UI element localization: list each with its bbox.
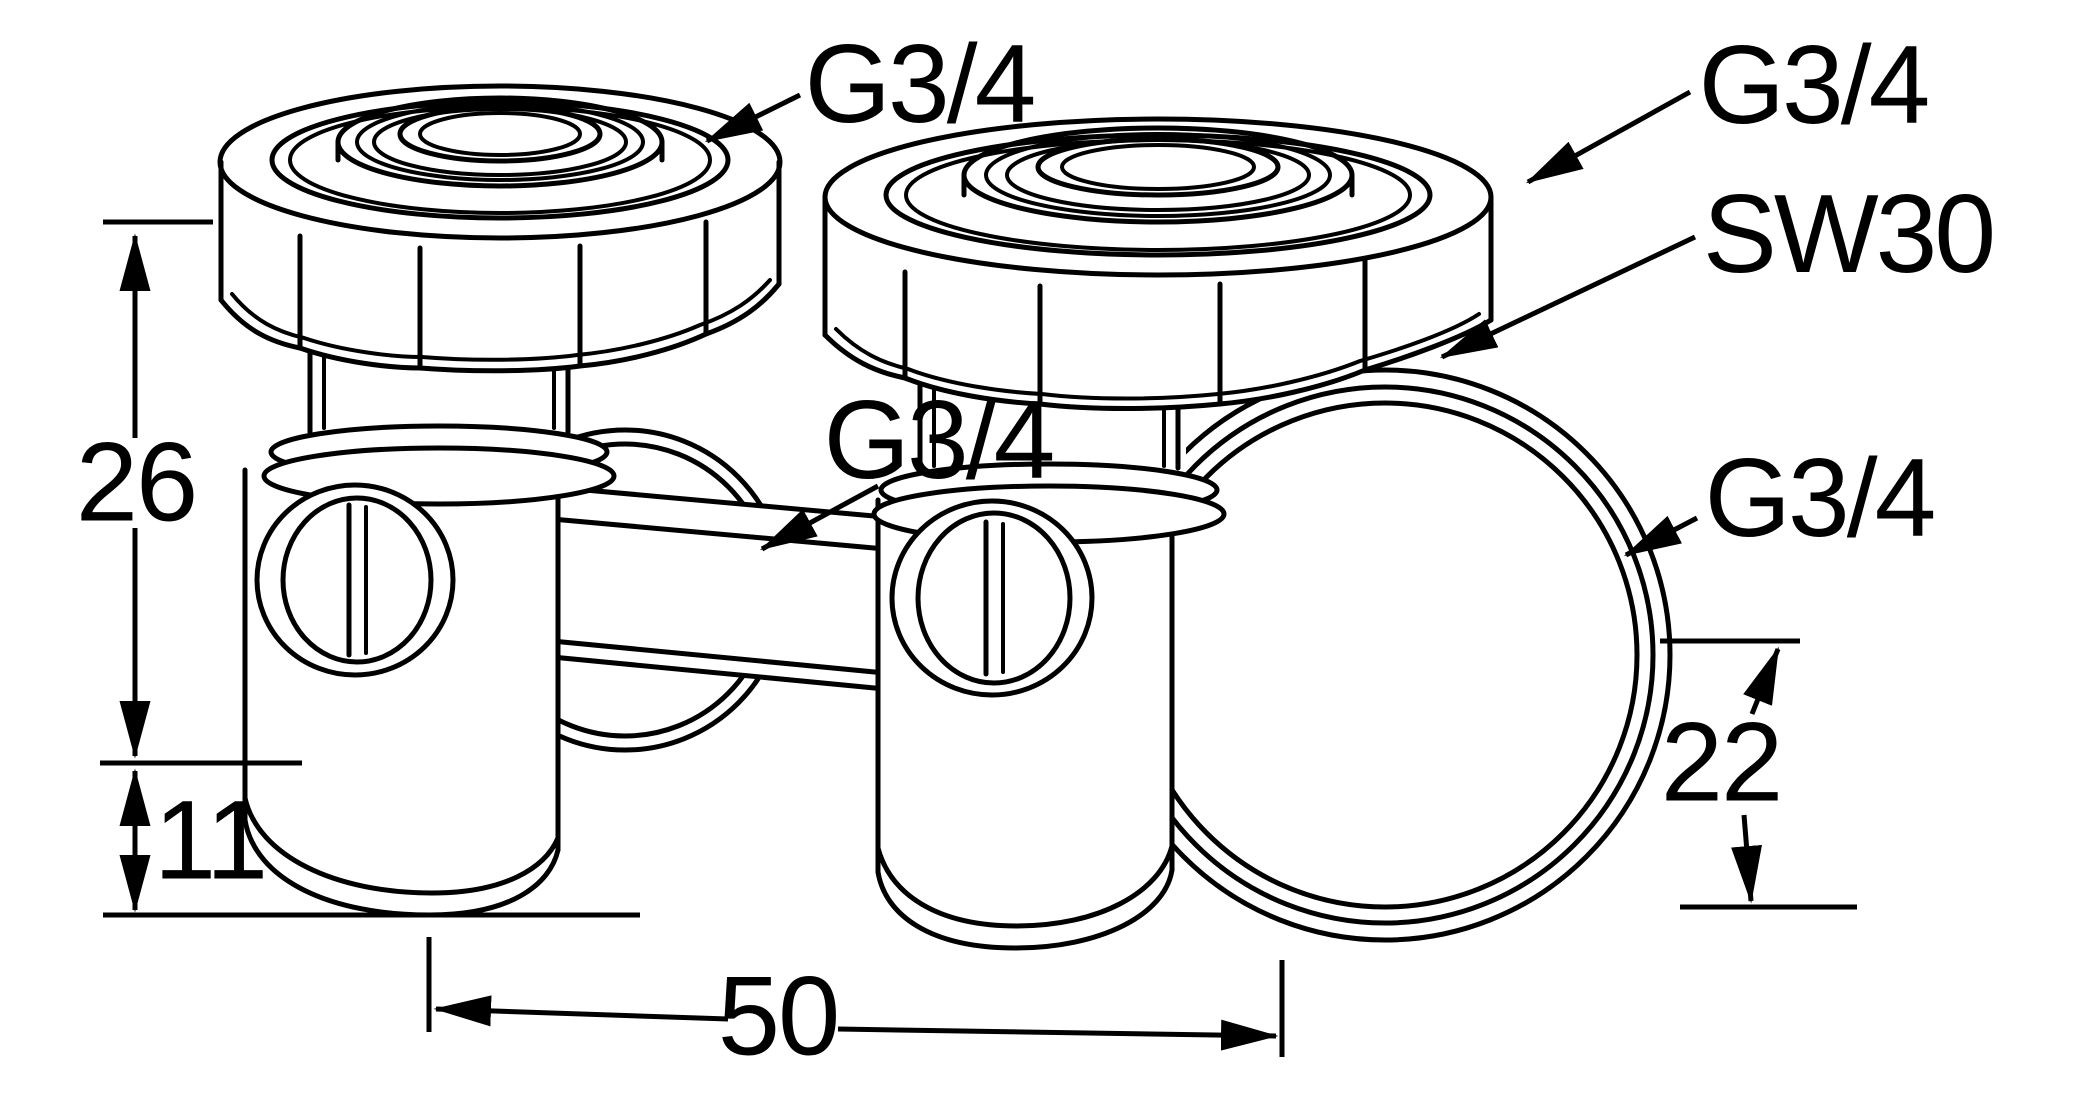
left-union-nut [217, 83, 783, 374]
dim-11-value: 11 [154, 778, 266, 903]
label-thread-top-left: G3/4 [704, 22, 1037, 146]
bore-opening [1035, 136, 1281, 198]
leader-arrow [704, 92, 802, 144]
bore-opening [397, 104, 603, 164]
label-thread-top-right: G3/4 [1525, 23, 1931, 185]
left-screw-plug [254, 482, 456, 678]
dimension-22: 22 [1660, 638, 1857, 910]
label-thread-mid-left: G3/4 [759, 378, 1056, 552]
sw30-label: SW30 [1703, 172, 1993, 296]
dimension-11: 11 [103, 768, 640, 918]
label-wrench-size: SW30 [1439, 172, 1996, 360]
dimension-26: 26 [76, 219, 302, 766]
g34-label-mid-right: G3/4 [1705, 436, 1934, 560]
leader-arrow [1525, 89, 1692, 185]
right-union-nut [822, 116, 1494, 411]
dimension-arrow-down [1731, 814, 1762, 904]
dimension-arrow-up [1743, 646, 1781, 715]
dimension-50: 50 [426, 937, 1285, 1079]
dim-26-value: 26 [76, 420, 197, 545]
label-thread-mid-right: G3/4 [1623, 436, 1937, 560]
right-screw-plug [889, 498, 1095, 698]
g34-label-top-left: G3/4 [805, 22, 1034, 146]
dim-50-value: 50 [718, 954, 839, 1079]
leader-arrow [759, 483, 880, 552]
dim-22-value: 22 [1661, 700, 1782, 825]
dimension-arrow-right [837, 1019, 1279, 1051]
g34-label-mid-left: G3/4 [824, 378, 1053, 502]
leader-arrow [1623, 515, 1699, 558]
leader-arrow [1439, 234, 1697, 360]
dimension-arrow-left [433, 995, 729, 1027]
g34-label-top-right: G3/4 [1699, 23, 1928, 147]
